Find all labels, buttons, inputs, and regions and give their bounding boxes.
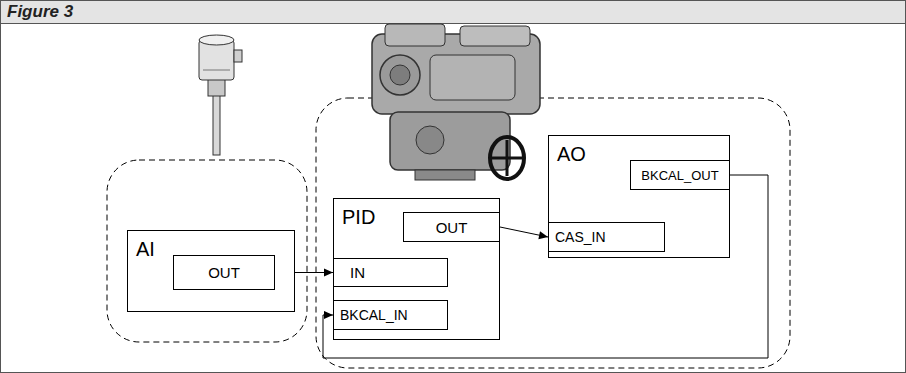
parameter-box: CAS_IN xyxy=(548,222,665,252)
block-name: AI xyxy=(136,239,155,259)
parameter-box: BKCAL_IN xyxy=(333,300,448,330)
parameter-box: OUT xyxy=(173,255,275,290)
function-block: AO BKCAL_OUT CAS_IN xyxy=(548,135,730,258)
title-bar xyxy=(0,0,906,24)
figure-title: Figure 3 xyxy=(7,2,73,22)
function-block: AI OUT xyxy=(127,230,295,312)
parameter-name: OUT xyxy=(208,265,240,280)
parameter-name: BKCAL_OUT xyxy=(641,169,718,182)
parameter-name: BKCAL_IN xyxy=(340,308,408,322)
block-name: AO xyxy=(557,144,586,164)
parameter-name: OUT xyxy=(436,220,468,235)
parameter-name: CAS_IN xyxy=(555,230,606,244)
actuator-picture xyxy=(372,24,540,180)
function-block: PID OUT IN BKCAL_IN xyxy=(333,198,500,340)
parameter-box: OUT xyxy=(403,212,500,242)
device-boundary xyxy=(107,160,307,342)
parameter-box: IN xyxy=(333,258,448,287)
parameter-name: IN xyxy=(350,265,365,280)
transmitter-picture xyxy=(199,35,242,155)
signal-link xyxy=(500,227,548,237)
block-name: PID xyxy=(342,207,375,227)
device-boundary xyxy=(316,98,790,368)
parameter-box: BKCAL_OUT xyxy=(630,160,730,190)
